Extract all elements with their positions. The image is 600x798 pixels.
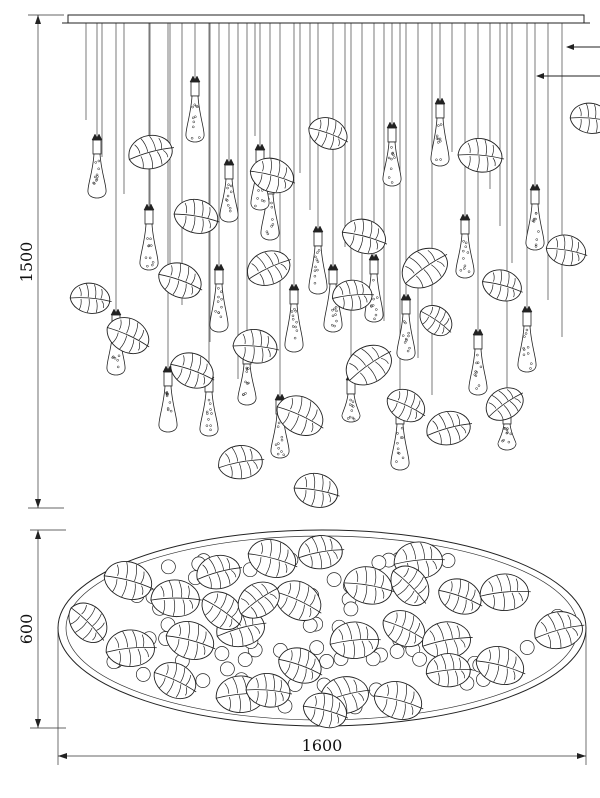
monstera-leaf xyxy=(298,535,345,570)
plan-bulb xyxy=(519,640,535,655)
plan-bulb xyxy=(343,601,359,617)
monstera-leaf xyxy=(276,395,324,436)
monstera-leaf xyxy=(247,539,298,578)
plan-bulb xyxy=(214,646,230,661)
monstera-leaf xyxy=(482,269,523,302)
monstera-leaf xyxy=(173,198,220,234)
crystal-pendant xyxy=(308,225,328,295)
suspension-wires xyxy=(85,23,563,410)
monstera-leaf xyxy=(569,102,600,134)
plan-bulb xyxy=(237,652,253,667)
crystal-pendant xyxy=(396,293,416,361)
monstera-leaf xyxy=(249,157,296,194)
monstera-leaf xyxy=(158,262,203,299)
depth-dimension: 600 xyxy=(17,529,66,729)
monstera-leaves-plan xyxy=(68,535,585,729)
monstera-leaf xyxy=(457,138,505,173)
monstera-leaf xyxy=(345,344,392,386)
monstera-leaf xyxy=(218,445,265,480)
crystal-pendant xyxy=(185,75,205,143)
monstera-leaf xyxy=(308,117,349,150)
crystal-pendant xyxy=(139,203,159,271)
crystal-pendant xyxy=(382,121,402,187)
crystal-pendant xyxy=(455,213,475,279)
monstera-leaf xyxy=(302,692,349,729)
leader-arrows xyxy=(536,44,600,79)
plan-bulb xyxy=(135,667,151,682)
crystal-pendant xyxy=(219,158,239,223)
monstera-leaf xyxy=(343,566,395,605)
crystal-pendant xyxy=(158,365,178,433)
width-dimension: 1600 xyxy=(57,630,587,765)
plan-bulb xyxy=(220,661,235,677)
plan-bulb xyxy=(161,559,176,575)
monstera-leaf xyxy=(545,234,588,267)
monstera-leaf xyxy=(401,247,448,289)
width-dimension-label: 1600 xyxy=(302,736,343,755)
plan-view: 600 1600 xyxy=(17,529,587,765)
monstera-leaf xyxy=(105,629,157,667)
monstera-leaf xyxy=(422,621,473,659)
monstera-leaf xyxy=(419,305,453,337)
plan-bulb xyxy=(389,644,405,659)
monstera-leaf xyxy=(475,646,526,685)
depth-dimension-label: 600 xyxy=(17,614,36,645)
plan-bulb xyxy=(319,654,334,669)
monstera-leaf xyxy=(106,317,150,355)
crystal-pendant xyxy=(87,133,107,199)
monstera-leaf xyxy=(245,673,293,708)
height-dimension: 1500 xyxy=(17,14,64,509)
monstera-leaf xyxy=(425,653,473,688)
ceiling-canopy xyxy=(67,14,585,24)
crystal-pendant xyxy=(430,97,450,167)
monstera-leaf xyxy=(438,578,483,615)
monstera-leaf xyxy=(485,387,524,421)
plan-bulb xyxy=(195,673,211,688)
crystal-pendant xyxy=(468,328,488,396)
monstera-leaf xyxy=(329,621,381,659)
monstera-leaves-elevation xyxy=(69,102,600,508)
monstera-leaf xyxy=(196,554,242,590)
monstera-leaf xyxy=(373,681,424,720)
monstera-leaf xyxy=(341,218,388,255)
monstera-leaf xyxy=(386,388,426,423)
crystal-pendant xyxy=(209,263,229,333)
monstera-leaf xyxy=(332,279,374,311)
monstera-leaf xyxy=(170,352,215,389)
monstera-leaf xyxy=(247,250,291,286)
monstera-leaf xyxy=(237,581,280,619)
monstera-leaf xyxy=(165,621,216,660)
monstera-leaf xyxy=(103,561,154,600)
monstera-leaf xyxy=(69,282,112,314)
monstera-leaf xyxy=(390,565,430,606)
plan-bulb xyxy=(326,572,342,587)
monstera-leaf xyxy=(68,602,108,643)
crystal-pendant xyxy=(525,183,545,251)
crystal-pendant xyxy=(284,283,304,353)
crystal-pendant xyxy=(517,305,537,373)
monstera-leaf xyxy=(128,134,174,170)
monstera-leaf xyxy=(382,610,426,648)
monstera-leaf xyxy=(153,662,197,700)
monstera-leaf xyxy=(479,573,531,611)
monstera-leaf xyxy=(201,591,243,630)
monstera-leaf xyxy=(293,472,340,508)
monstera-leaf xyxy=(426,410,472,446)
elevation-view: 1500 xyxy=(17,14,600,509)
plan-bulb xyxy=(412,651,427,667)
monstera-leaf xyxy=(534,611,585,650)
height-dimension-label: 1500 xyxy=(17,242,36,283)
plan-bulb xyxy=(309,640,325,655)
monstera-leaf xyxy=(232,329,280,364)
monstera-leaf xyxy=(278,647,323,684)
plan-bulb xyxy=(440,553,456,568)
monstera-leaf xyxy=(150,579,202,618)
